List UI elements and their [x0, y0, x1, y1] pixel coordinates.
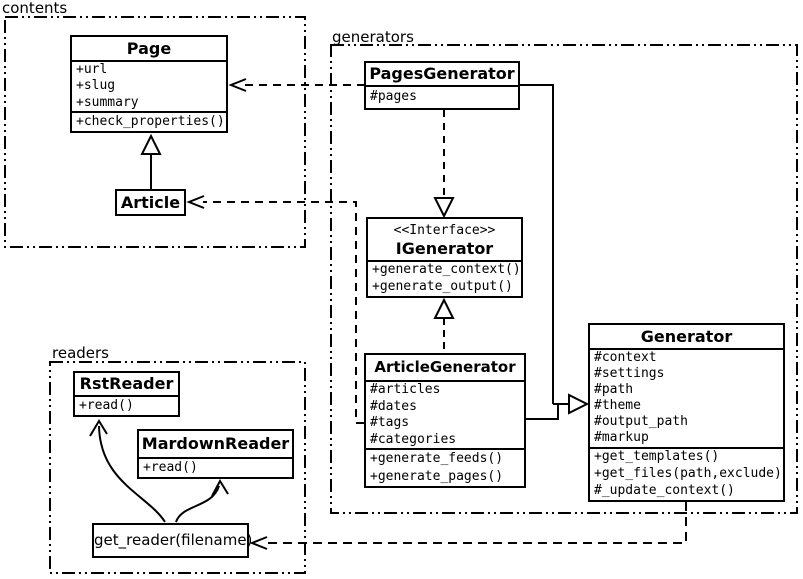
- class-box-page: Page +url +slug +summary +check_properti…: [70, 35, 228, 133]
- edge-article-to-page-generalization: [140, 133, 162, 189]
- methods-compartment: +get_templates() +get_files(path,exclude…: [590, 447, 783, 500]
- package-border-generators: [330, 44, 798, 514]
- attribute-row: #categories: [370, 431, 457, 447]
- method-row: +get_templates(): [594, 449, 720, 464]
- attributes-compartment: #articles #dates #tags #categories: [366, 380, 524, 448]
- class-title-pagesgenerator: PagesGenerator: [369, 64, 515, 83]
- attributes-compartment: #pages: [366, 85, 518, 108]
- methods-compartment: +read(): [139, 457, 292, 477]
- method-row: +read(): [79, 398, 134, 413]
- edge-getreader-to-mardownreader: [175, 478, 229, 523]
- attribute-row: #dates: [370, 398, 417, 414]
- attribute-row: #path: [594, 382, 634, 398]
- stereotype-label: <<Interface>>: [393, 223, 496, 238]
- method-row: +generate_context(): [372, 262, 521, 277]
- class-box-pagesgenerator: PagesGenerator #pages: [364, 61, 520, 110]
- edge-articlegenerator-to-igenerator-realization: [433, 297, 455, 353]
- attribute-row: #settings: [594, 366, 665, 382]
- attribute-row: #tags: [370, 415, 410, 430]
- attribute-row: #output_path: [594, 414, 688, 430]
- edge-generators-to-generator-generalization: [519, 84, 590, 420]
- edge-pagesgenerator-to-page-dependency: [228, 78, 364, 92]
- class-title-page: Page: [126, 39, 172, 58]
- attribute-row: #articles: [370, 382, 441, 397]
- attribute-row: #pages: [370, 89, 417, 104]
- attributes-compartment: +url +slug +summary: [72, 60, 226, 111]
- method-row: +get_files(path,exclude): [594, 465, 782, 481]
- class-title-rstreader: RstReader: [79, 374, 174, 393]
- edge-getreader-to-rstreader: [89, 419, 166, 523]
- package-label-contents: contents: [2, 0, 68, 17]
- attribute-row: +summary: [76, 94, 139, 110]
- attribute-row: #theme: [594, 398, 641, 414]
- class-title-mardownreader: MardownReader: [141, 434, 290, 453]
- edge-generator-to-getreader-dependency: [249, 502, 687, 550]
- methods-compartment: +generate_context() +generate_output(): [368, 260, 521, 296]
- package-label-generators: generators: [332, 28, 414, 46]
- method-row: +check_properties(): [76, 114, 225, 129]
- method-row: +generate_pages(): [370, 468, 504, 484]
- attribute-row: +url: [76, 62, 108, 77]
- class-box-generator: Generator #context #settings #path #them…: [588, 323, 785, 502]
- method-row: #_update_context(): [594, 482, 735, 498]
- edge-articlegenerator-to-article-dependency: [186, 195, 364, 424]
- methods-compartment: +generate_feeds() +generate_pages(): [366, 448, 524, 486]
- title-compartment: <<Interface>> IGenerator: [368, 219, 521, 260]
- method-row: +read(): [143, 460, 198, 475]
- package-border-contents: [4, 16, 306, 248]
- class-title-generator: Generator: [640, 327, 733, 346]
- methods-compartment: +read(): [75, 395, 178, 415]
- attribute-row: +slug: [76, 78, 116, 94]
- attribute-row: #context: [594, 350, 657, 365]
- function-label-get-reader: get_reader(filename): [94, 531, 253, 549]
- methods-compartment: +check_properties(): [72, 111, 226, 131]
- attribute-row: #markup: [594, 430, 649, 446]
- edge-pagesgenerator-to-igenerator-realization: [433, 110, 455, 219]
- class-box-igenerator: <<Interface>> IGenerator +generate_conte…: [366, 217, 523, 298]
- package-label-readers: readers: [52, 344, 109, 362]
- attributes-compartment: #context #settings #path #theme #output_…: [590, 348, 783, 447]
- class-title-article: Article: [120, 193, 181, 212]
- method-row: +generate_output(): [372, 278, 513, 294]
- class-title-articlegenerator: ArticleGenerator: [374, 358, 516, 376]
- method-row: +generate_feeds(): [370, 451, 504, 466]
- package-border-readers: [49, 361, 306, 574]
- class-box-article: Article: [115, 189, 186, 216]
- function-box-get-reader: get_reader(filename): [92, 523, 253, 558]
- class-title-igenerator: IGenerator: [395, 239, 494, 258]
- class-box-rstreader: RstReader +read(): [73, 371, 180, 417]
- class-box-mardownreader: MardownReader +read(): [137, 429, 294, 479]
- class-box-articlegenerator: ArticleGenerator #articles #dates #tags …: [364, 353, 526, 488]
